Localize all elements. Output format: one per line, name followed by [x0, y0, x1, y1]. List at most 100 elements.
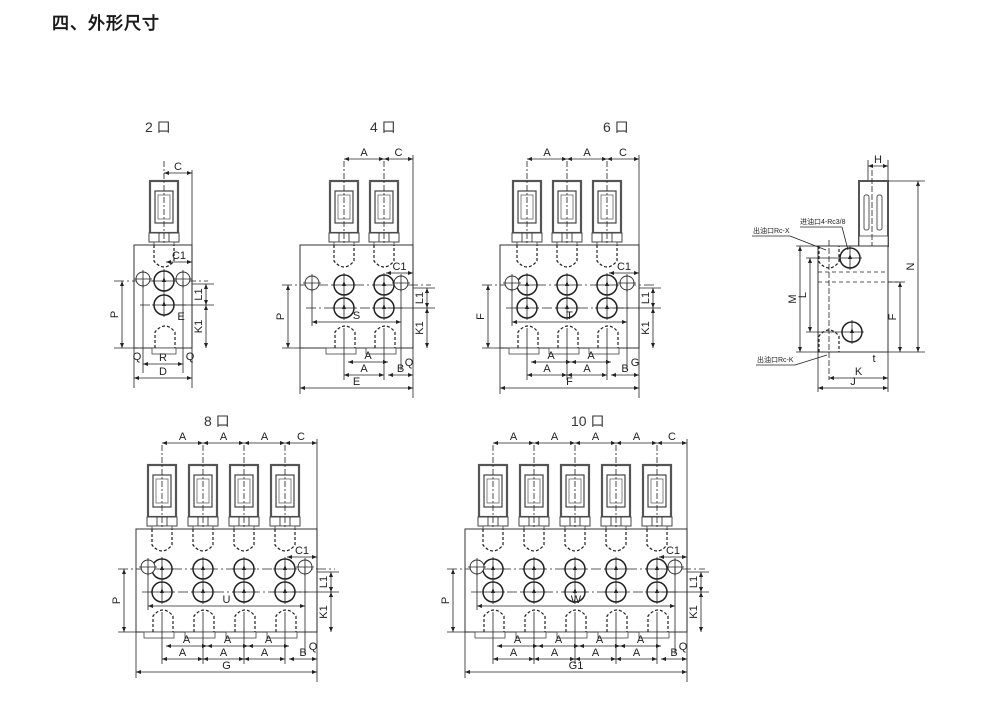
- side-coil-base: [858, 235, 889, 247]
- dim-span-arrow-right: [670, 604, 675, 608]
- dim-p-label: P: [109, 311, 121, 318]
- thread-outline: [334, 325, 356, 348]
- dim-pitch-top-1-arrow-left: [567, 157, 572, 161]
- dim-pitch-top-3-arrow-right: [652, 441, 657, 445]
- dim-pitch-bottom1-0-arrow-left: [166, 644, 171, 648]
- port-arrow: [565, 281, 569, 286]
- dim-q-left-label: Q: [133, 351, 142, 363]
- thread-outline: [596, 245, 618, 268]
- port-arrow: [491, 565, 495, 570]
- dim-d-arrow-left: [134, 376, 139, 380]
- dim-span-arrow-left: [512, 320, 517, 324]
- hidden-thread: [516, 245, 538, 268]
- dim-pitch-bottom1-1-arrow-right: [243, 644, 248, 648]
- dim-l-arrow-bottom: [808, 327, 812, 332]
- dim-pitch-bottom2-2-arrow-left: [575, 657, 580, 661]
- dim-l1-arrow-bottom: [425, 303, 429, 308]
- dim-c1-arrow-left: [287, 555, 292, 559]
- thread-outline: [606, 609, 628, 632]
- bottom-flange: [588, 347, 620, 355]
- bottom-flange: [515, 631, 547, 639]
- bottom-flange: [225, 631, 257, 639]
- hidden-thread: [274, 529, 296, 552]
- bottom-flange: [556, 631, 588, 639]
- port-arrow: [525, 304, 529, 309]
- dim-b-arrow-right: [312, 657, 317, 661]
- outlet-port-lower-3: [604, 580, 628, 604]
- dim-b-label: B: [621, 363, 628, 375]
- hidden-thread: [233, 529, 255, 552]
- dim-l1-label: L1: [414, 292, 426, 304]
- port-arrow: [342, 281, 346, 286]
- bottom-flange: [474, 631, 506, 639]
- dim-k1-label: K1: [414, 321, 426, 334]
- thread-outline: [153, 245, 175, 268]
- dim-total-arrow-right: [312, 670, 317, 674]
- dim-pitch-bottom1-1-label: A: [555, 634, 563, 646]
- hidden-thread: [597, 325, 619, 348]
- port-arrow: [848, 254, 852, 259]
- dim-k1-label: K1: [688, 605, 700, 618]
- dim-pitch-top-0-arrow-right: [198, 441, 203, 445]
- dim-c1-arrow-right: [682, 555, 687, 559]
- dim-pitch-bottom2-1-arrow-left: [567, 373, 572, 377]
- outlet-port-upper-3: [604, 557, 628, 581]
- outlet-port-lower-0: [515, 296, 539, 320]
- dim-k1-arrow-top: [204, 305, 208, 310]
- thread-outline: [274, 529, 296, 552]
- dim-b-label: B: [299, 647, 306, 659]
- dim-c1-arrow-right: [634, 271, 639, 275]
- dim-pitch-top-0-arrow-left: [527, 157, 532, 161]
- dim-pitch-top-0-arrow-left: [162, 441, 167, 445]
- dim-p-arrow-top: [286, 285, 290, 290]
- dim-l1-label: L1: [640, 292, 652, 304]
- dim-pitch-top-2-label: A: [261, 431, 269, 443]
- dim-p-arrow-bottom: [451, 627, 455, 632]
- dim-p-arrow-top: [122, 569, 126, 574]
- dim-pitch-bottom2-2-arrow-left: [244, 657, 249, 661]
- dim-total-arrow-left: [300, 386, 305, 390]
- dim-total-label: F: [566, 376, 573, 388]
- bottom-flange: [365, 347, 397, 355]
- dim-pitch-bottom1-1-arrow-left: [207, 644, 212, 648]
- hidden-thread: [333, 245, 355, 268]
- thread-outline: [564, 529, 586, 552]
- dim-c-arrow-left: [657, 441, 662, 445]
- dim-pitch-bottom2-0-arrow-right: [198, 657, 203, 661]
- outlet-port-upper-1: [522, 557, 546, 581]
- dim-c-arrow-right: [408, 157, 413, 161]
- dim-pitch-bottom1-2-arrow-right: [284, 644, 289, 648]
- hidden-thread: [154, 325, 176, 348]
- hidden-thread: [596, 245, 618, 268]
- manifold-body: [464, 528, 688, 633]
- dim-pitch-bottom2-1-label: A: [220, 647, 228, 659]
- dim-c1-label: C1: [617, 261, 631, 273]
- thread-outline: [275, 609, 297, 632]
- port-arrow: [162, 277, 166, 282]
- port-arrow: [605, 304, 609, 309]
- solenoid-1: [368, 161, 400, 291]
- dim-k1-arrow-bottom: [329, 627, 333, 632]
- dim-c-arrow-left: [285, 441, 290, 445]
- solenoid-1: [187, 445, 219, 575]
- thread-outline: [646, 529, 668, 552]
- dim-pitch-top-1-label: A: [583, 147, 591, 159]
- dim-pitch-top-2-arrow-right: [611, 441, 616, 445]
- dim-l1-arrow-bottom: [699, 587, 703, 592]
- dim-pitch-bottom1-0-arrow-right: [202, 644, 207, 648]
- dim-k-arrow-right: [883, 376, 888, 380]
- dim-p-label: F: [475, 313, 487, 320]
- dim-h-arrow-right: [883, 164, 888, 168]
- side-coil-slot-left: [863, 194, 870, 231]
- note-outlet-k: 出油口Rc-K: [757, 355, 794, 364]
- dim-q-label: Q: [309, 641, 318, 653]
- thread-outline: [523, 529, 545, 552]
- dim-p-arrow-bottom: [286, 343, 290, 348]
- bottom-flange: [151, 347, 177, 355]
- dim-pitch-bottom1-3-arrow-left: [620, 644, 625, 648]
- outlet-port-upper-3: [273, 557, 297, 581]
- outlet-port-lower-1: [191, 580, 215, 604]
- dim-span-arrow-right: [300, 604, 305, 608]
